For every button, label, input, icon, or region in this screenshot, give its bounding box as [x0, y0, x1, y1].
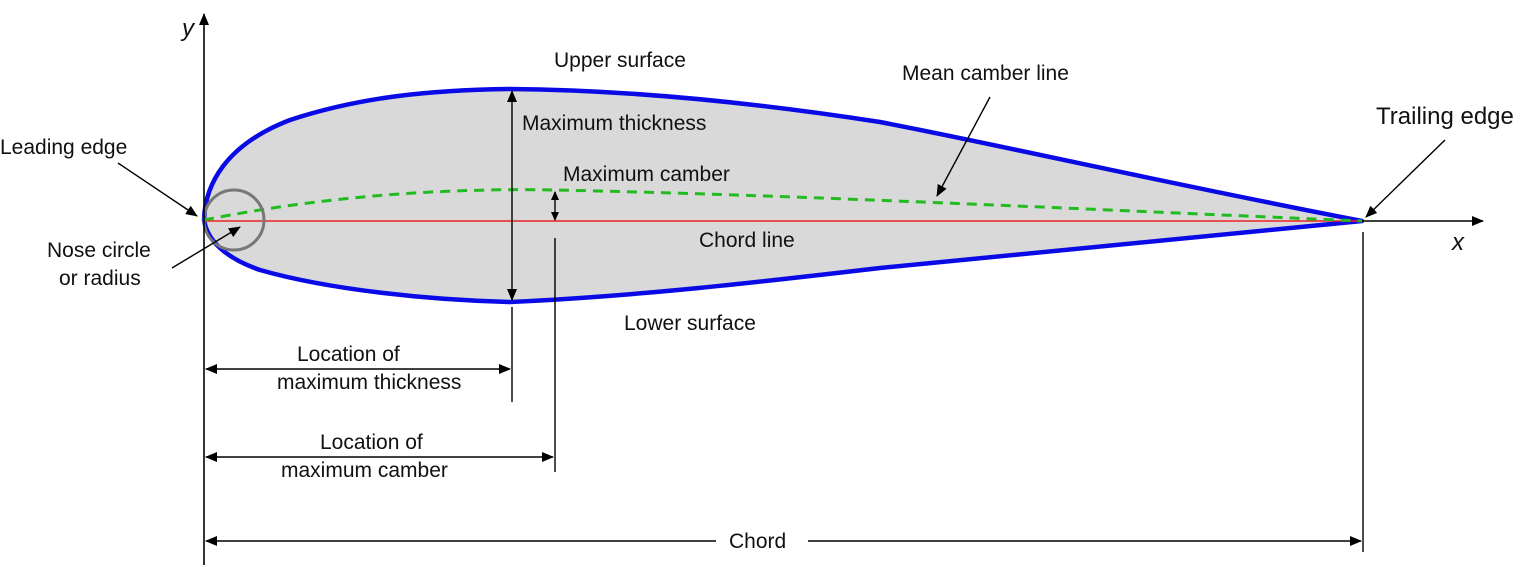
trailing-edge-leader	[1365, 139, 1446, 218]
lower-surface-label: Lower surface	[624, 312, 756, 335]
x-axis-label: x	[1451, 229, 1465, 256]
nose-circle-label-line2: or radius	[59, 267, 141, 290]
y-axis-label: y	[180, 15, 196, 42]
loc-camber-label-line1: Location of	[320, 431, 423, 454]
nose-circle-label-line1: Nose circle	[47, 239, 151, 262]
mean-camber-leader	[936, 96, 991, 197]
loc-camber-label-line2: maximum camber	[281, 459, 448, 482]
chord-line-label: Chord line	[699, 229, 795, 252]
trailing-edge-label: Trailing edge	[1376, 103, 1514, 130]
leading-edge-label: Leading edge	[0, 136, 127, 159]
maximum-thickness-label: Maximum thickness	[522, 112, 706, 135]
mean-camber-line-label: Mean camber line	[902, 62, 1069, 85]
leading-edge-leader	[117, 162, 198, 217]
nose-circle-leader	[171, 226, 241, 269]
upper-surface-label: Upper surface	[554, 49, 686, 72]
chord-label: Chord	[729, 530, 786, 553]
loc-thickness-label-line1: Location of	[297, 343, 400, 366]
maximum-camber-label: Maximum camber	[563, 163, 730, 186]
loc-thickness-label-line2: maximum thickness	[277, 371, 461, 394]
